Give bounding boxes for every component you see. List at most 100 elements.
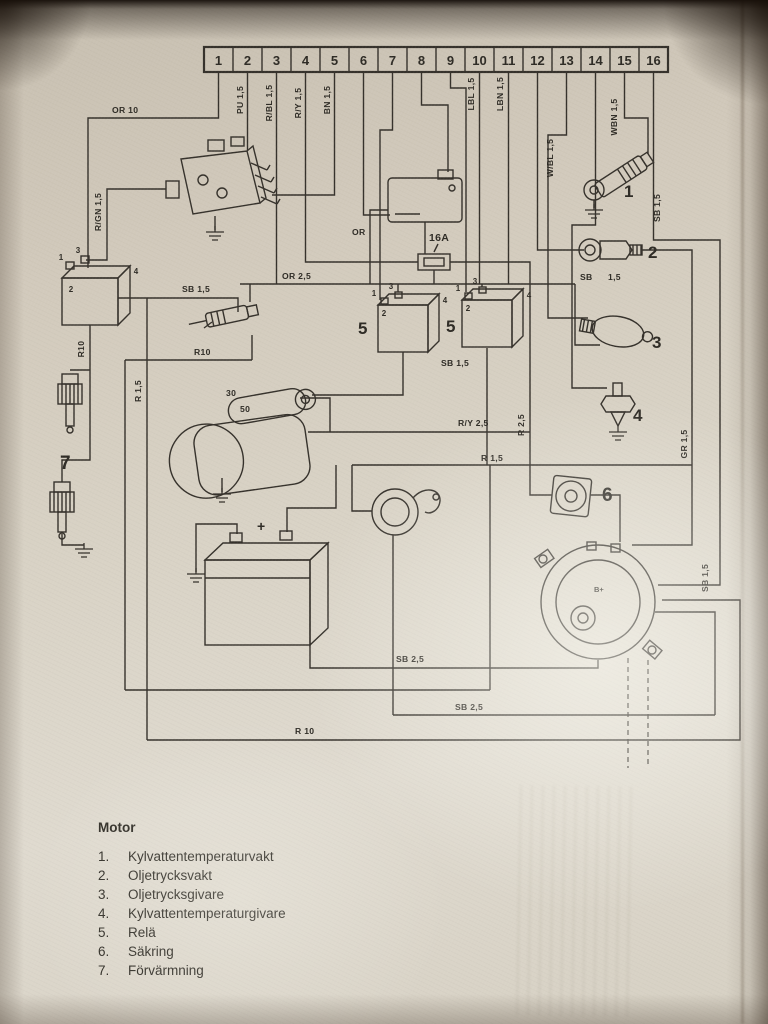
legend-item-number: 5.: [98, 925, 110, 940]
wire-label: R/Y 2,5: [458, 418, 489, 428]
legend-item-number: 4.: [98, 906, 110, 921]
terminal-number: 10: [472, 53, 486, 68]
terminal-number: 4: [302, 53, 310, 68]
ground-symbol: [186, 567, 206, 583]
legend-item-label: Relä: [128, 925, 156, 940]
legend-item-label: Kylvattentemperaturvakt: [128, 849, 274, 864]
legend: Motor 1. Kylvattentemperaturvakt 2. Olje…: [98, 820, 286, 980]
terminal-number: 12: [530, 53, 544, 68]
wire-label: OR 2,5: [282, 271, 311, 281]
pin-number: 4: [527, 291, 532, 300]
engine-connector-block: [165, 136, 281, 215]
ground-symbol: [584, 203, 604, 219]
wire-label: BN 1,5: [322, 86, 332, 115]
wire-label: SB 1,5: [182, 284, 210, 294]
wire-label: LBN 1,5: [495, 77, 505, 111]
pin-number: 3: [76, 246, 81, 255]
wire-label: SB 1,5: [652, 194, 662, 222]
glow-plug-a: [57, 373, 83, 434]
pin-number: 1: [456, 284, 461, 293]
component-number-7: 7: [60, 453, 71, 474]
terminal-number: 8: [418, 53, 425, 68]
component-number-6: 6: [602, 485, 613, 506]
comp1-sensor: [583, 151, 655, 201]
comp2-sensor: [578, 238, 643, 262]
terminal-number: 3: [273, 53, 280, 68]
pin-number: 3: [389, 282, 394, 291]
glow-plug-b: [49, 481, 75, 540]
legend-item-label: Oljetrycksgivare: [128, 887, 225, 902]
wire-label: WBN 1,5: [609, 99, 619, 136]
wiring-diagram: 1 2 3 4 5 6 7 8 9 10 11 12 13 14 15 16: [49, 45, 741, 768]
ground-symbol: [205, 225, 225, 241]
legend-item: 7. Förvärmning: [98, 961, 286, 980]
component-number-4: 4: [633, 406, 643, 425]
wire-label: OR: [352, 227, 366, 237]
pin-number: 1: [372, 289, 377, 298]
wire-label: LBL 1,5: [466, 78, 476, 111]
wire-label: R/Y 1,5: [293, 88, 303, 119]
terminal-number: 14: [588, 53, 603, 68]
horn: [371, 488, 441, 536]
pin-number: 4: [443, 296, 448, 305]
wire-label: W/BL 1,5: [545, 139, 555, 178]
legend-item-number: 2.: [98, 868, 110, 883]
wire-label: SB 1,5: [441, 358, 469, 368]
wire-label: R 1,5: [481, 453, 503, 463]
wire-label: OR 10: [112, 105, 138, 115]
component-number-5b: 5: [446, 317, 455, 336]
wire-label: R 1,5: [133, 380, 143, 402]
terminal-number: 16: [646, 53, 660, 68]
pin-number: 1: [59, 253, 64, 262]
component-number-3: 3: [652, 333, 661, 352]
wire-label: 16A: [429, 232, 449, 244]
pin-number: 3: [473, 277, 478, 286]
legend-item-number: 3.: [98, 887, 110, 902]
control-module: [387, 169, 463, 223]
wire-label: R 2,5: [516, 414, 526, 436]
relay-5b: [460, 286, 525, 349]
comp3-sensor: [578, 315, 654, 348]
battery: [203, 530, 330, 647]
legend-item: 4. Kylvattentemperaturgivare: [98, 904, 286, 923]
legend-item-label: Förvärmning: [128, 963, 204, 978]
pin-number: 2: [382, 309, 387, 318]
wire-label: GR 1,5: [679, 429, 689, 458]
fuse-16a: [417, 253, 451, 271]
wire-label: SB 2,5: [396, 654, 424, 664]
component-number-1: 1: [624, 182, 633, 201]
legend-item-label: Kylvattentemperaturgivare: [128, 906, 286, 921]
wire-label: R/BL 1,5: [264, 85, 274, 122]
wire-label: R 10: [295, 726, 314, 736]
pin-number: 4: [134, 267, 139, 276]
temp-sensor: [188, 304, 260, 328]
battery-plus-label: +: [257, 518, 265, 534]
legend-item: 5. Relä: [98, 923, 286, 942]
legend-item-number: 7.: [98, 963, 110, 978]
component-number-5a: 5: [358, 319, 367, 338]
wire-label: PU 1,5: [235, 86, 245, 114]
terminal-number: 7: [389, 53, 396, 68]
legend-item-number: 1.: [98, 849, 110, 864]
relay-5a: [376, 291, 441, 354]
bleed-through-texture: [516, 784, 640, 1018]
ground-symbol: [608, 425, 628, 441]
terminal-number: 6: [360, 53, 367, 68]
legend-item-label: Säkring: [128, 944, 174, 959]
wire-label: SB 2,5: [455, 702, 483, 712]
wire-label: SB: [580, 272, 593, 282]
legend-item-number: 6.: [98, 944, 110, 959]
terminal-number: 11: [502, 53, 516, 68]
pin-number: 2: [69, 285, 74, 294]
comp4-sensor: [600, 382, 636, 428]
terminal-number: 13: [559, 53, 573, 68]
terminal-strip: 1 2 3 4 5 6 7 8 9 10 11 12 13 14 15 16: [202, 45, 670, 74]
terminal-number: 15: [617, 53, 631, 68]
legend-item: 3. Oljetrycksgivare: [98, 885, 286, 904]
alternator: [533, 541, 663, 660]
wire-label: R/GN 1,5: [93, 193, 103, 231]
terminal-number: 9: [447, 53, 454, 68]
wire-label: R10: [76, 341, 86, 358]
terminal-30-label: 30: [226, 388, 236, 398]
